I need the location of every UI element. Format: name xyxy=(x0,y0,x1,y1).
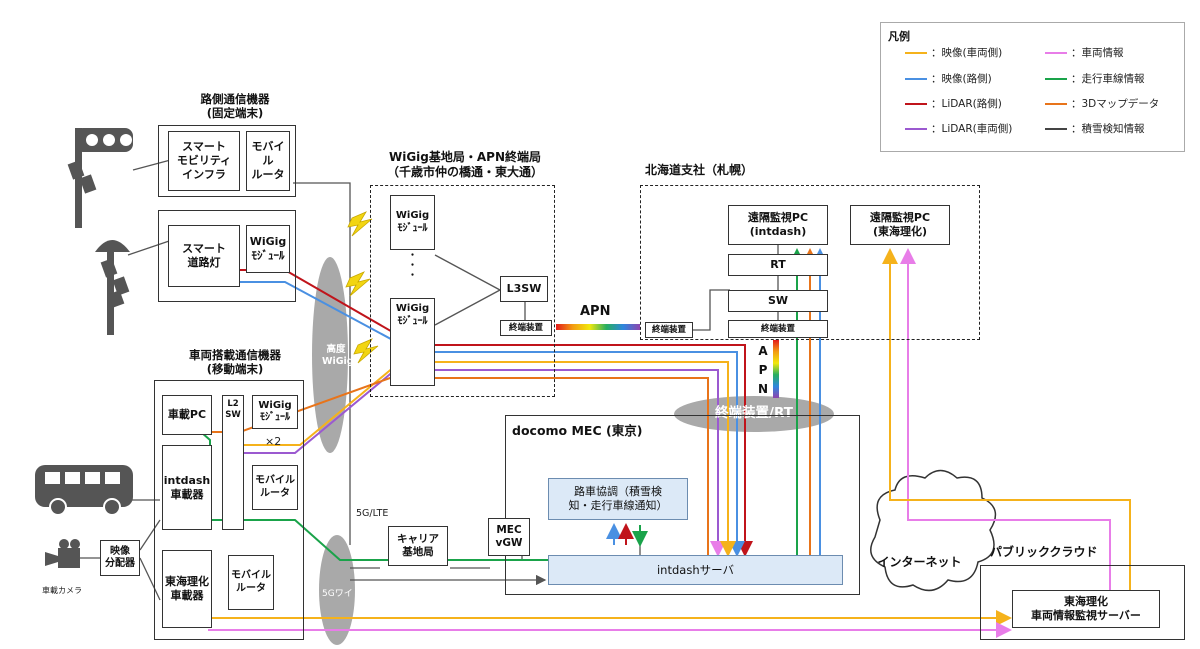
legend-swatch xyxy=(1045,127,1067,131)
wigig-module-roadside: WiGig ﾓｼﾞｭｰﾙ xyxy=(246,225,290,273)
carrier-base-station: キャリア 基地局 xyxy=(388,526,448,566)
mec-vgw: MEC vGW xyxy=(488,518,530,556)
wigig-count: ×2 xyxy=(265,435,282,448)
legend-item: ：車両情報 xyxy=(1045,45,1124,60)
lte-label: 5G/LTE xyxy=(356,508,389,519)
terminal-hokkaido-left: 終端装置 xyxy=(645,322,693,338)
terminal-rt-ellipse xyxy=(674,396,834,432)
hokkaido-frame xyxy=(640,185,980,340)
vehicle-frame xyxy=(154,380,304,640)
mobile-router-roadside: モバイル ルータ xyxy=(246,131,290,191)
mobile-router-vehicle-2: モバイル ルータ xyxy=(228,555,274,610)
road-vehicle-coop: 路車協調（積雪検 知・走行車線通知） xyxy=(548,478,688,520)
internet-label: インターネット xyxy=(877,555,962,569)
intdash-server: intdashサーバ xyxy=(548,555,843,585)
l3sw: L3SW xyxy=(500,276,548,302)
legend-swatch xyxy=(1045,51,1067,55)
legend-swatch xyxy=(905,127,927,131)
legend-title: 凡例 xyxy=(888,30,910,43)
traffic-light-icon xyxy=(67,128,133,228)
tokai-rika-unit: 東海理化 車載器 xyxy=(162,550,212,628)
legend-label: ：走行車線情報 xyxy=(1071,73,1145,85)
public-cloud-title: パブリッククラウド xyxy=(990,545,1098,559)
legend xyxy=(880,22,1185,152)
wigig-module-station-2: WiGig ﾓｼﾞｭｰﾙ xyxy=(390,298,435,386)
wigig-dots: ・ ・ ・ xyxy=(407,251,417,281)
remote-pc-tokai: 遠隔監視PC (東海理化) xyxy=(850,205,950,245)
legend-label: ：3Dマップデータ xyxy=(1071,98,1160,110)
tokai-monitor-server: 東海理化 車両情報監視サーバー xyxy=(1012,590,1160,628)
roadside-frame-top xyxy=(158,125,296,197)
camera-icon xyxy=(45,539,80,568)
lightning-icon xyxy=(347,211,373,237)
legend-label: ：映像(車両側) xyxy=(931,47,1003,59)
sw-box: SW xyxy=(728,290,828,312)
legend-item: ：積雪検知情報 xyxy=(1045,121,1145,136)
l2sw: L2 SW xyxy=(222,395,244,530)
vehicle-pc: 車載PC xyxy=(162,395,212,435)
roadside-title: 路側通信機器 (固定端末) xyxy=(200,92,270,121)
lightning-icon xyxy=(353,338,379,364)
remote-pc-intdash: 遠隔監視PC (intdash) xyxy=(728,205,828,245)
vehicle-title: 車両搭載通信機器 (移動端末) xyxy=(189,348,281,377)
legend-item: ：走行車線情報 xyxy=(1045,71,1145,86)
legend-swatch xyxy=(1045,102,1067,106)
video-splitter: 映像 分配器 xyxy=(100,540,140,576)
legend-label: ：LiDAR(路側) xyxy=(931,98,1002,110)
camera-label: 車載カメラ xyxy=(42,586,82,595)
wigig-station-title: WiGig基地局・APN終端局 （千歳市仲の橋通・東大通） xyxy=(386,150,543,179)
hokkaido-title: 北海道支社（札幌） xyxy=(645,163,754,177)
mec-title: docomo MEC (東京) xyxy=(512,423,643,438)
legend-swatch xyxy=(905,51,927,55)
smart-street-light: スマート 道路灯 xyxy=(168,225,240,287)
legend-swatch xyxy=(905,102,927,106)
terminal-hokkaido-right: 終端装置 xyxy=(728,320,828,338)
legend-item: ：映像(車両側) xyxy=(905,45,1002,60)
bus-icon xyxy=(35,465,133,516)
wigig-module-station-1: WiGig ﾓｼﾞｭｰﾙ xyxy=(390,195,435,250)
rt-box: RT xyxy=(728,254,828,276)
mec-frame xyxy=(505,415,860,595)
terminal-rt-label: 終端装置/RT xyxy=(715,405,793,421)
legend-label: ：LiDAR(車両側) xyxy=(931,123,1013,135)
street-light-icon xyxy=(95,240,130,335)
legend-label: ：車両情報 xyxy=(1071,47,1124,59)
mobile-router-vehicle-1: モバイル ルータ xyxy=(252,465,298,510)
high-wigig-ellipse xyxy=(312,257,348,453)
legend-item: ：映像(路側) xyxy=(905,71,992,86)
public-cloud-frame xyxy=(980,565,1185,640)
legend-label: ：積雪検知情報 xyxy=(1071,123,1145,135)
roadside-frame-bottom xyxy=(158,210,296,302)
legend-item: ：3Dマップデータ xyxy=(1045,96,1159,111)
legend-label: ：映像(路側) xyxy=(931,73,992,85)
legend-swatch xyxy=(1045,77,1067,81)
terminal-wigig: 終端装置 xyxy=(500,320,552,336)
high-wigig-label: 高度 WiGig xyxy=(322,344,354,367)
lightning-icon xyxy=(345,271,371,297)
legend-swatch xyxy=(905,77,927,81)
apn-vertical-label: A P N xyxy=(757,344,769,397)
smart-mobility-infra: スマート モビリティ インフラ xyxy=(168,131,240,191)
wigig-module-vehicle: WiGig ﾓｼﾞｭｰﾙ xyxy=(252,395,298,429)
intdash-unit: intdash 車載器 xyxy=(162,445,212,530)
apn-label: APN xyxy=(580,304,611,319)
legend-item: ：LiDAR(路側) xyxy=(905,96,1002,111)
5g-wide-label: 5Gワイド xyxy=(322,589,362,599)
wigig-station-frame xyxy=(370,185,555,397)
legend-item: ：LiDAR(車両側) xyxy=(905,121,1012,136)
